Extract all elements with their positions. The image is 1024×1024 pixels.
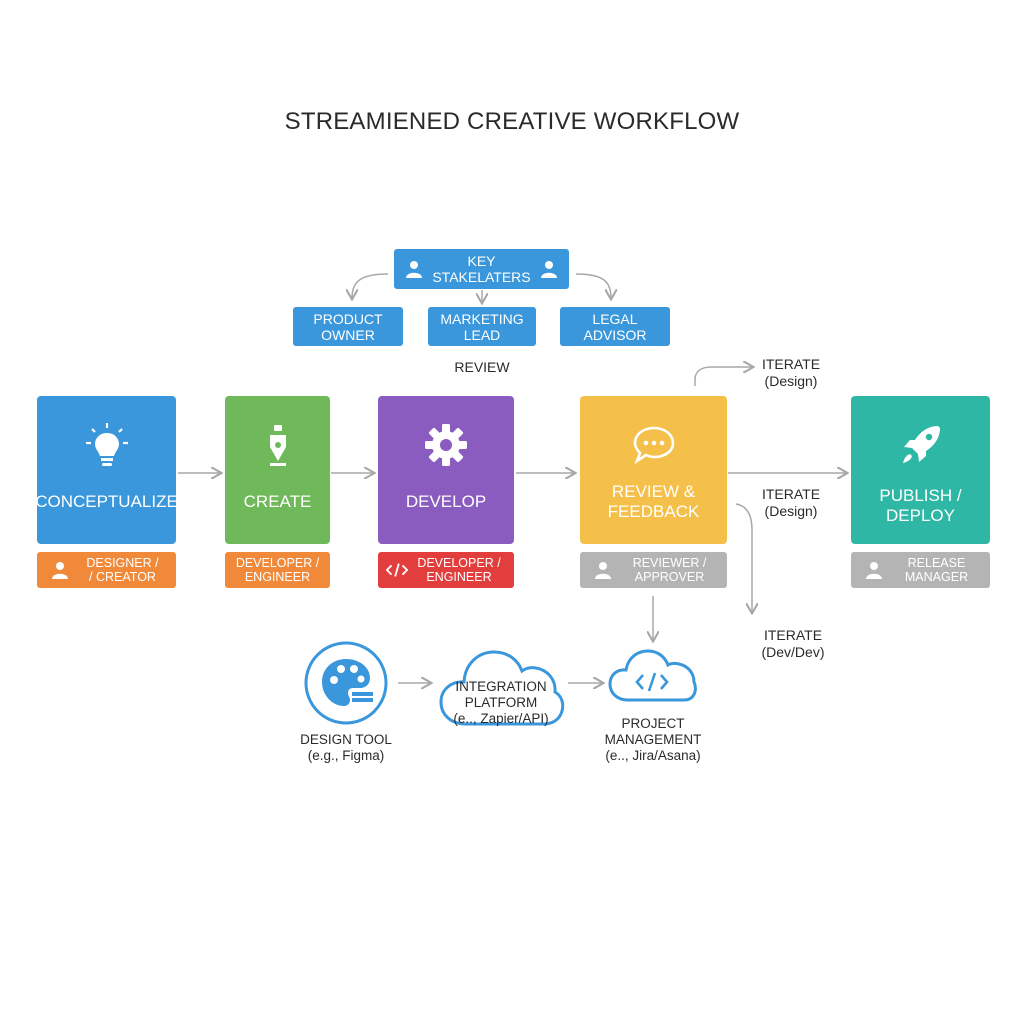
gear-icon	[423, 420, 469, 470]
iterate-note-3: ITERATE (Dev/Dev)	[761, 627, 825, 660]
stage-review-feedback: REVIEW & FEEDBACK	[580, 396, 727, 544]
role-reviewer-approver: REVIEWER / APPROVER	[580, 552, 727, 588]
tool-integration-platform: INTEGRATION PLATFORM (e.., Zapier/API)	[453, 679, 549, 726]
pen-nib-icon	[265, 420, 291, 470]
stakeholder-product-owner: PRODUCT OWNER	[293, 307, 403, 346]
stakeholder-legal-advisor: LEGAL ADVISOR	[560, 307, 670, 346]
user-icon	[540, 261, 557, 278]
user-icon	[49, 560, 71, 580]
role-developer-engineer-develop: DEVELOPER / ENGINEER	[378, 552, 514, 588]
chat-bubble-icon	[631, 420, 677, 470]
arrow-to-legal-advisor	[575, 273, 611, 298]
user-icon	[406, 261, 422, 278]
stage-label: DEVELOP	[405, 492, 487, 511]
palette-icon	[303, 640, 389, 731]
tool-project-management: PROJECT MANAGEMENT (e.., Jira/Asana)	[604, 716, 702, 763]
stage-label: REVIEW & FEEDBACK	[607, 482, 700, 521]
arrow-iterate-down	[735, 503, 752, 612]
iterate-note-1: ITERATE (Design)	[761, 356, 821, 389]
review-label: REVIEW	[454, 359, 510, 375]
role-designer-creator: DESIGNER / / CREATOR	[37, 552, 176, 588]
stage-create: CREATE	[225, 396, 330, 544]
key-stakeholders-box: KEY STAKELATERS	[394, 249, 569, 289]
code-icon	[386, 562, 408, 578]
stakeholder-marketing-lead: MARKETING LEAD	[428, 307, 536, 346]
stage-label: CONCEPTUALIZE	[35, 492, 178, 511]
key-stakeholders-label: KEY STAKELATERS	[432, 253, 531, 285]
lightbulb-icon	[83, 420, 131, 470]
user-icon	[592, 560, 614, 580]
stage-label: CREATE	[243, 492, 312, 511]
arrow-iterate-top	[694, 367, 752, 386]
arrow-to-product-owner	[352, 273, 389, 298]
stage-publish-deploy: PUBLISH / DEPLOY	[851, 396, 990, 544]
rocket-icon	[898, 420, 944, 470]
role-release-manager: RELEASE MANAGER	[851, 552, 990, 588]
iterate-note-2: ITERATE (Design)	[761, 486, 821, 519]
cloud-icon	[436, 634, 566, 735]
stage-develop: DEVELOP	[378, 396, 514, 544]
stage-label: PUBLISH / DEPLOY	[879, 486, 962, 525]
user-icon	[863, 560, 885, 580]
stage-conceptualize: CONCEPTUALIZE	[35, 396, 178, 544]
cloud-code-icon	[606, 648, 700, 709]
page-title: STREAMIENED CREATIVE WORKFLOW	[284, 108, 740, 135]
tool-design-tool: DESIGN TOOL (e.g., Figma)	[300, 732, 392, 763]
role-developer-engineer-create: DEVELOPER / ENGINEER	[225, 552, 330, 588]
